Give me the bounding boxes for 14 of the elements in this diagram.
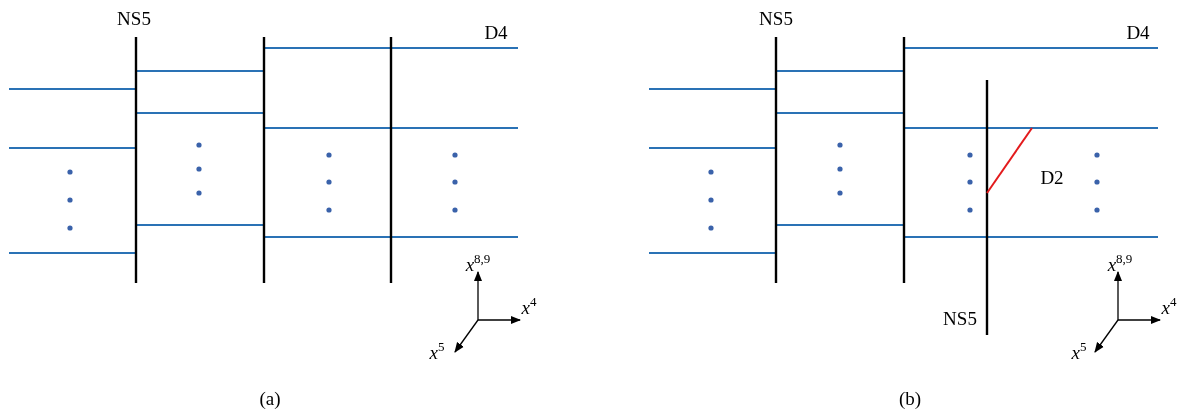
axis-label: x$^{4}$ — [521, 295, 537, 317]
axis-label: x$^{5}$ — [429, 340, 445, 362]
brane-label: NS5 — [117, 8, 151, 28]
brane-label: NS5 — [759, 8, 793, 28]
panel-label: (b) — [898, 388, 922, 408]
axis-label: x$^{5}$ — [1071, 340, 1087, 362]
panel-label: (a) — [259, 388, 281, 408]
brane-label: NS5 — [943, 308, 977, 328]
axis-label: x$^{4}$ — [1161, 295, 1177, 317]
brane-label: D4 — [484, 22, 508, 42]
brane-label: D2 — [1040, 167, 1064, 187]
axis-label: x$^{8,9}$ — [1107, 252, 1133, 274]
axis-label: x$^{8,9}$ — [465, 252, 491, 274]
brane-label: D4 — [1126, 22, 1150, 42]
